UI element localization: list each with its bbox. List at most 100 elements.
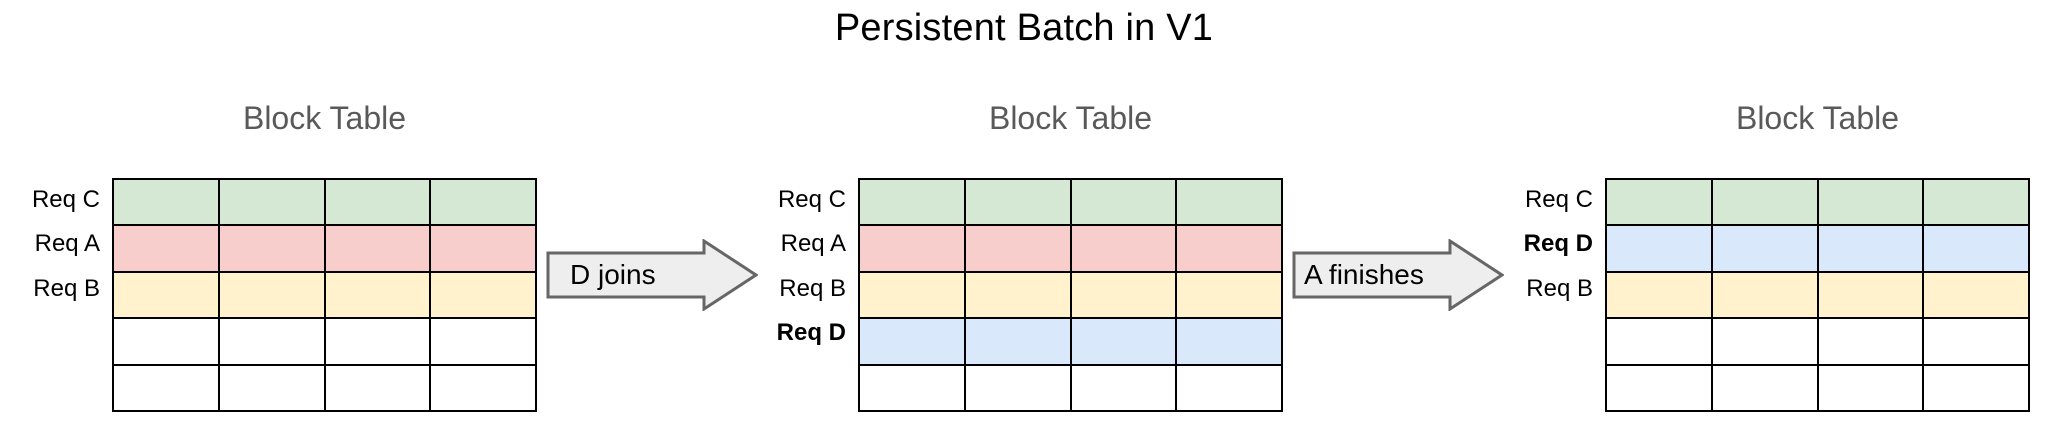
table-row <box>1605 177 2030 227</box>
table-row <box>112 317 537 366</box>
block-cell <box>963 224 1072 273</box>
panel-stage-1: Block Table Req C Req A Req B <box>0 0 537 421</box>
block-cell <box>858 177 966 227</box>
block-cell <box>1922 363 2030 412</box>
table-row <box>112 270 537 320</box>
block-cell <box>1175 317 1283 366</box>
page-title: Persistent Batch in V1 <box>834 7 1214 49</box>
block-cell <box>858 363 966 412</box>
table-row <box>112 177 537 227</box>
table-row <box>858 270 1283 320</box>
table-row <box>858 177 1283 227</box>
row-label-req-b: Req B <box>779 274 846 302</box>
block-cell <box>1710 224 1819 273</box>
row-label-req-d: Req D <box>776 319 846 347</box>
panel-stage-2: Block Table Req C Req A Req B Req D <box>746 0 1283 421</box>
row-label-req-b: Req B <box>1526 274 1593 302</box>
row-label-group-2: Req C Req A Req B Req D <box>746 178 856 400</box>
block-cell <box>963 177 1072 227</box>
block-cell <box>1816 270 1925 320</box>
block-cell <box>963 363 1072 412</box>
block-cell <box>1710 177 1819 227</box>
row-label-req-a: Req A <box>780 230 846 258</box>
block-cell <box>429 317 537 366</box>
row-label-req-d: Req D <box>1523 230 1593 258</box>
block-cell <box>217 177 326 227</box>
block-cell <box>112 224 220 273</box>
block-cell <box>323 270 432 320</box>
block-cell <box>1922 317 2030 366</box>
block-cell <box>323 224 432 273</box>
table-row <box>858 363 1283 412</box>
table-row <box>1605 363 2030 412</box>
block-cell <box>323 317 432 366</box>
block-table-1 <box>112 177 537 412</box>
block-cell <box>1816 317 1925 366</box>
panel-heading-1: Block Table <box>242 100 407 136</box>
block-cell <box>1605 177 1713 227</box>
block-cell <box>323 177 432 227</box>
block-cell <box>1175 177 1283 227</box>
table-row <box>858 224 1283 273</box>
block-cell <box>1069 363 1178 412</box>
table-row <box>112 224 537 273</box>
block-cell <box>1710 363 1819 412</box>
block-cell <box>1922 270 2030 320</box>
block-cell <box>217 363 326 412</box>
row-label-group-1: Req C Req A Req B <box>0 178 110 400</box>
block-cell <box>1605 317 1713 366</box>
block-cell <box>429 177 537 227</box>
row-label-req-b: Req B <box>33 274 100 302</box>
transition-arrow-a-finishes: A finishes <box>1292 239 1504 311</box>
block-cell <box>217 224 326 273</box>
block-cell <box>1816 363 1925 412</box>
block-cell <box>429 363 537 412</box>
block-cell <box>112 177 220 227</box>
block-table-3 <box>1605 177 2030 412</box>
row-label-group-3: Req C Req D Req B <box>1493 178 1603 400</box>
block-cell <box>858 224 966 273</box>
block-cell <box>1816 224 1925 273</box>
block-cell <box>1710 270 1819 320</box>
table-row <box>1605 317 2030 366</box>
block-cell <box>963 270 1072 320</box>
block-cell <box>1605 363 1713 412</box>
block-table-2 <box>858 177 1283 412</box>
table-row <box>858 317 1283 366</box>
block-cell <box>1175 270 1283 320</box>
block-cell <box>217 317 326 366</box>
block-cell <box>1605 224 1713 273</box>
block-cell <box>217 270 326 320</box>
row-label-req-c: Req C <box>1524 186 1593 213</box>
block-cell <box>1069 317 1178 366</box>
row-label-req-c: Req C <box>777 186 846 213</box>
panel-heading-3: Block Table <box>1735 100 1900 136</box>
row-label-req-a: Req A <box>34 230 100 258</box>
block-cell <box>858 270 966 320</box>
block-cell <box>1069 270 1178 320</box>
block-cell <box>112 317 220 366</box>
block-cell <box>1069 177 1178 227</box>
block-cell <box>1175 363 1283 412</box>
block-cell <box>1069 224 1178 273</box>
block-cell <box>429 270 537 320</box>
block-cell <box>1816 177 1925 227</box>
table-row <box>1605 224 2030 273</box>
block-cell <box>858 317 966 366</box>
block-cell <box>1175 224 1283 273</box>
block-cell <box>1605 270 1713 320</box>
block-cell <box>429 224 537 273</box>
transition-arrow-d-joins: D joins <box>546 239 758 311</box>
block-cell <box>1710 317 1819 366</box>
arrow-shape-icon <box>1292 239 1504 311</box>
block-cell <box>323 363 432 412</box>
block-cell <box>1922 224 2030 273</box>
block-cell <box>963 317 1072 366</box>
block-cell <box>112 363 220 412</box>
table-row <box>1605 270 2030 320</box>
row-label-req-c: Req C <box>31 186 100 213</box>
panel-stage-3: Block Table Req C Req D Req B <box>1493 0 2030 421</box>
arrow-shape-icon <box>546 239 758 311</box>
panel-heading-2: Block Table <box>988 100 1153 136</box>
block-cell <box>1922 177 2030 227</box>
